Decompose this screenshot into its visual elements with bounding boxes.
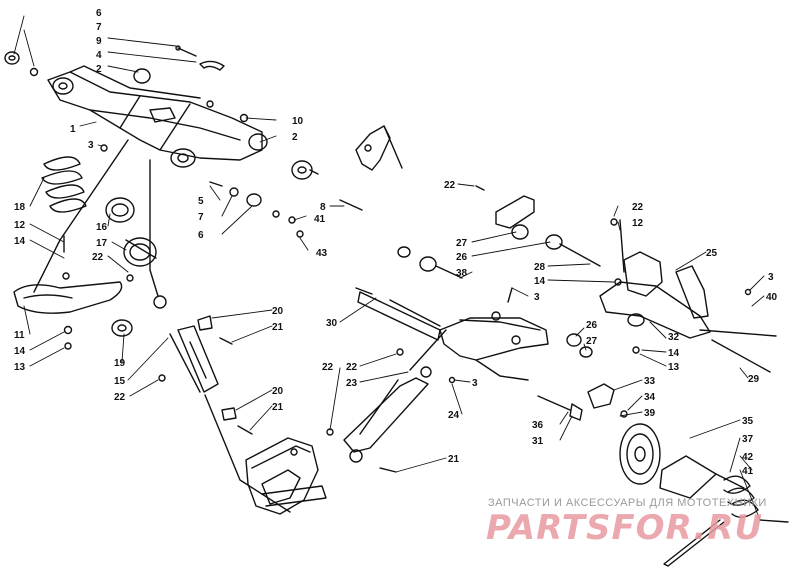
callout-c-20b: 20 <box>272 386 284 397</box>
upper-bracket <box>355 125 403 171</box>
callout-c-40: 40 <box>766 292 778 303</box>
callout-c-24: 24 <box>448 410 460 421</box>
center-arm-assembly <box>355 185 777 421</box>
callout-c-2b: 2 <box>292 132 298 143</box>
callout-c-20a: 20 <box>272 306 284 317</box>
callout-c-6b: 6 <box>198 230 204 241</box>
callout-c-22f: 22 <box>322 362 334 373</box>
callout-c-18: 18 <box>14 202 26 213</box>
callout-c-35: 35 <box>742 416 754 427</box>
callout-c-4: 4 <box>96 50 102 61</box>
callout-c-13b: 13 <box>668 362 680 373</box>
callout-c-16: 16 <box>96 222 108 233</box>
callout-c-1: 1 <box>70 124 76 135</box>
callout-c-2a: 2 <box>96 64 102 75</box>
callout-c-13a: 13 <box>14 362 26 373</box>
callout-c-26a: 26 <box>456 252 468 263</box>
callout-c-38: 38 <box>456 268 468 279</box>
callout-c-3d: 3 <box>472 378 478 389</box>
callout-c-7b: 7 <box>198 212 204 223</box>
callout-c-12a: 12 <box>14 220 26 231</box>
watermark-tagline: ЗАПЧАСТИ И АКСЕССУАРЫ ДЛЯ МОТОТЕХНИКИ <box>488 497 767 509</box>
callout-c-27a: 27 <box>456 238 468 249</box>
callout-c-5: 5 <box>198 196 204 207</box>
callout-c-31: 31 <box>532 436 544 447</box>
callout-c-30: 30 <box>326 318 338 329</box>
front-arm-assembly <box>4 45 363 238</box>
callout-c-36: 36 <box>532 420 544 431</box>
callout-c-3a: 3 <box>88 140 94 151</box>
watermark-logo: PARTSFOR.RU <box>486 508 764 548</box>
callout-c-19: 19 <box>114 358 126 369</box>
callout-c-10: 10 <box>292 116 304 127</box>
callout-c-14d: 14 <box>668 348 680 359</box>
callout-c-42: 42 <box>742 452 754 463</box>
callout-c-21a: 21 <box>272 322 284 333</box>
rear-mount-bracket <box>245 437 327 515</box>
callout-c-22b: 22 <box>114 392 126 403</box>
callout-c-22c: 22 <box>444 180 456 191</box>
spring-shock-left <box>13 139 291 513</box>
callout-c-41a: 41 <box>314 214 326 225</box>
callout-c-39: 39 <box>644 408 656 419</box>
callout-c-43: 43 <box>316 248 328 259</box>
callout-c-7a: 7 <box>96 22 102 33</box>
shock-center <box>326 329 456 473</box>
callout-c-14c: 14 <box>534 276 546 287</box>
callout-c-15: 15 <box>114 376 126 387</box>
callout-c-12b: 12 <box>632 218 644 229</box>
callout-c-27b: 27 <box>586 336 598 347</box>
callout-c-25: 25 <box>706 248 718 259</box>
callout-c-14b: 14 <box>14 346 26 357</box>
callout-c-8: 8 <box>320 202 326 213</box>
callout-c-29: 29 <box>748 374 760 385</box>
callout-c-6a: 6 <box>96 8 102 19</box>
callout-c-28: 28 <box>534 262 546 273</box>
callout-c-3c: 3 <box>768 272 774 283</box>
callout-c-14a: 14 <box>14 236 26 247</box>
callout-c-3b: 3 <box>534 292 540 303</box>
callout-c-33: 33 <box>644 376 656 387</box>
callout-c-22a: 22 <box>92 252 104 263</box>
callout-c-17: 17 <box>96 238 108 249</box>
callout-c-41b: 41 <box>742 466 754 477</box>
callout-c-9: 9 <box>96 36 102 47</box>
idler-wheel-spring <box>619 423 789 567</box>
callout-c-23: 23 <box>346 378 358 389</box>
callout-c-32: 32 <box>668 332 680 343</box>
callout-c-22d: 22 <box>632 202 644 213</box>
leader-lines <box>13 15 765 521</box>
callout-c-21b: 21 <box>272 402 284 413</box>
callout-c-21c: 21 <box>448 454 460 465</box>
callout-c-34: 34 <box>644 392 656 403</box>
callout-c-11: 11 <box>14 330 25 341</box>
callout-c-26b: 26 <box>586 320 598 331</box>
callout-c-22e: 22 <box>346 362 358 373</box>
callout-c-37: 37 <box>742 434 754 445</box>
